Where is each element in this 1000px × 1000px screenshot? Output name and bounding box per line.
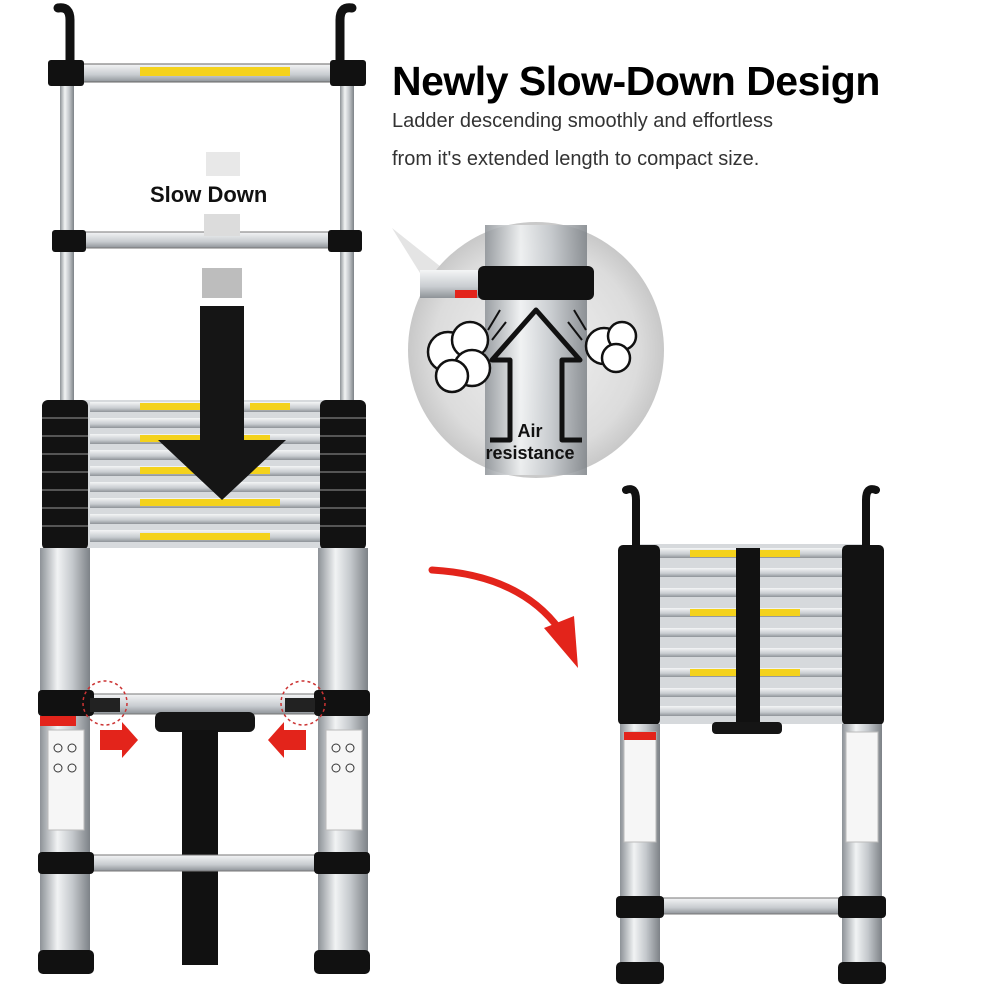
collapsed-strap — [736, 548, 760, 732]
down-arrow-icon — [158, 440, 286, 500]
air-label-line-1: Air — [517, 421, 543, 441]
strap — [182, 730, 218, 965]
subtitle-line-2: from it's extended length to compact siz… — [392, 148, 760, 170]
collapsed-ladder — [616, 485, 886, 984]
air-resistance-label: Air resistance — [470, 420, 590, 464]
up-arrow-icon — [489, 307, 583, 443]
extended-ladder — [38, 3, 370, 974]
air-label-line-2: resistance — [485, 443, 575, 463]
slow-down-label: Slow Down — [150, 182, 268, 207]
air-resistance-detail — [392, 222, 664, 478]
right-puff-icon — [567, 309, 638, 374]
push-arrow-left-icon — [268, 722, 306, 758]
push-arrow-right-icon — [100, 722, 138, 758]
transition-arrow-icon — [544, 616, 578, 668]
left-hook-icon — [53, 3, 75, 75]
joint-collar — [478, 266, 594, 300]
headline: Newly Slow-Down Design — [392, 58, 880, 104]
subtitle-line-1: Ladder descending smoothly and effortles… — [392, 110, 773, 132]
right-foot — [314, 950, 370, 974]
carry-handle — [155, 712, 255, 732]
left-puff-icon — [426, 309, 507, 394]
left-foot — [38, 950, 94, 974]
right-hook-icon — [335, 3, 357, 75]
